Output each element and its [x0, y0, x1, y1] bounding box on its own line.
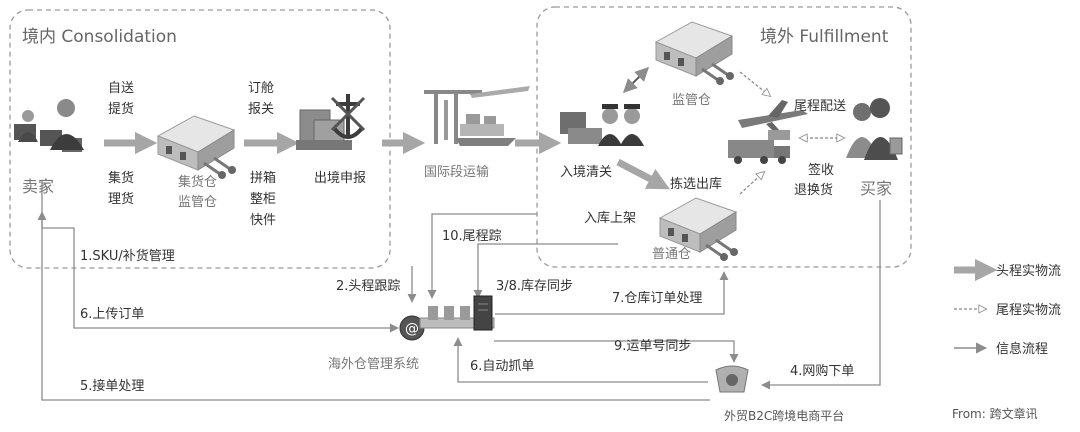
- flow-5-label: 5.接单处理: [80, 378, 144, 394]
- arrow-bonded-to-delivery: [739, 71, 770, 96]
- booking-line1: 订舱: [248, 81, 274, 96]
- export-declaration-label: 出境申报: [314, 171, 366, 186]
- packing-line2: 整柜: [250, 192, 276, 207]
- flow-7-label: 7.仓库订单处理: [612, 290, 702, 306]
- platform-label: 外贸B2C跨境电商平台: [724, 408, 844, 423]
- legend-info-label: 信息流程: [996, 341, 1048, 357]
- overseas-zone: [536, 6, 912, 268]
- last-mile-arrows: [739, 71, 844, 195]
- line-buyer-to-platform: [761, 200, 881, 390]
- overseas-zone-title: 境外 Fulfillment: [760, 27, 889, 47]
- seller-people-icon: [14, 99, 84, 152]
- legend: 头程实物流 尾程实物流 信息流程: [954, 258, 1061, 357]
- pick-ship-label: 拣选出库: [670, 176, 722, 192]
- info-flow-lines: [37, 180, 881, 401]
- consolidate-goods-line1: 集货: [108, 170, 134, 186]
- packing-line3: 快件: [250, 213, 276, 228]
- flow-6-upload-label: 6.上传订单: [80, 307, 144, 322]
- flow-1-label: 1.SKU/补货管理: [80, 248, 175, 264]
- import-clearance-label: 入境清关: [560, 165, 612, 180]
- last-mile-delivery-label: 尾程配送: [794, 99, 846, 114]
- port-crane-icon: [424, 86, 530, 146]
- flow-6-auto-label: 6.自动抓单: [470, 359, 534, 374]
- flow-2-label: 2.头程跟踪: [336, 279, 400, 294]
- seller-label: 卖家: [22, 177, 54, 196]
- packing-line1: 拼箱: [250, 170, 276, 186]
- arrow-clearance-bonded: [623, 67, 649, 93]
- plane-truck-icon: [728, 100, 808, 164]
- consolidation-warehouse-line1: 集货仓: [178, 174, 217, 190]
- domestic-zone-title: 境内 Consolidation: [22, 27, 177, 47]
- bonded-warehouse-icon: [654, 20, 736, 87]
- flow-38-label: 3/8.库存同步: [496, 278, 573, 294]
- domestic-zone: [9, 9, 391, 269]
- flow-4-label: 4.网购下单: [790, 363, 854, 379]
- customs-anchor-icon: [296, 94, 366, 150]
- consolidation-warehouse-icon: [156, 114, 238, 181]
- self-delivery-line1: 自送: [108, 81, 134, 96]
- buyer-label: 买家: [860, 179, 892, 198]
- wms-label: 海外仓管理系统: [328, 357, 419, 372]
- sign-line2: 退换货: [794, 182, 833, 198]
- putaway-label: 入库上架: [584, 210, 636, 226]
- arrow-general-to-delivery: [739, 172, 764, 195]
- arrow-clearance-to-pick: [616, 158, 670, 190]
- server-icon: @: [399, 295, 495, 341]
- bonded-warehouse-label: 监管仓: [672, 93, 711, 108]
- line-platform-to-wms: [453, 337, 708, 383]
- general-warehouse-label: 普通仓: [652, 247, 691, 262]
- consolidate-goods-line2: 理货: [108, 191, 134, 207]
- svg-text:@: @: [405, 321, 419, 337]
- self-delivery-line2: 提货: [108, 101, 134, 117]
- legend-first-mile-label: 头程实物流: [996, 264, 1061, 279]
- buyers-people-icon: [846, 98, 903, 160]
- first-mile-arrows: [104, 131, 670, 190]
- consolidation-warehouse-line2: 监管仓: [178, 195, 217, 210]
- customs-officers-icon: [560, 104, 644, 146]
- line-last-mile-track: [427, 213, 537, 299]
- booking-line2: 报关: [248, 102, 274, 117]
- line-wms-to-overseas: [495, 271, 729, 315]
- flow-10-label: 10.尾程踪: [442, 229, 502, 244]
- platform-logo-icon: [715, 365, 749, 393]
- sign-line1: 签收: [808, 162, 834, 178]
- line-wms-to-platform: [494, 340, 739, 363]
- legend-last-mile-label: 尾程实物流: [996, 303, 1061, 318]
- flow-9-label: 9.运单号同步: [614, 339, 691, 354]
- intl-transport-label: 国际段运输: [424, 164, 489, 180]
- source-credit: From: 跨文章讯: [952, 406, 1038, 421]
- line-platform-to-seller: [37, 211, 710, 401]
- line-inventory-sync: [473, 243, 618, 299]
